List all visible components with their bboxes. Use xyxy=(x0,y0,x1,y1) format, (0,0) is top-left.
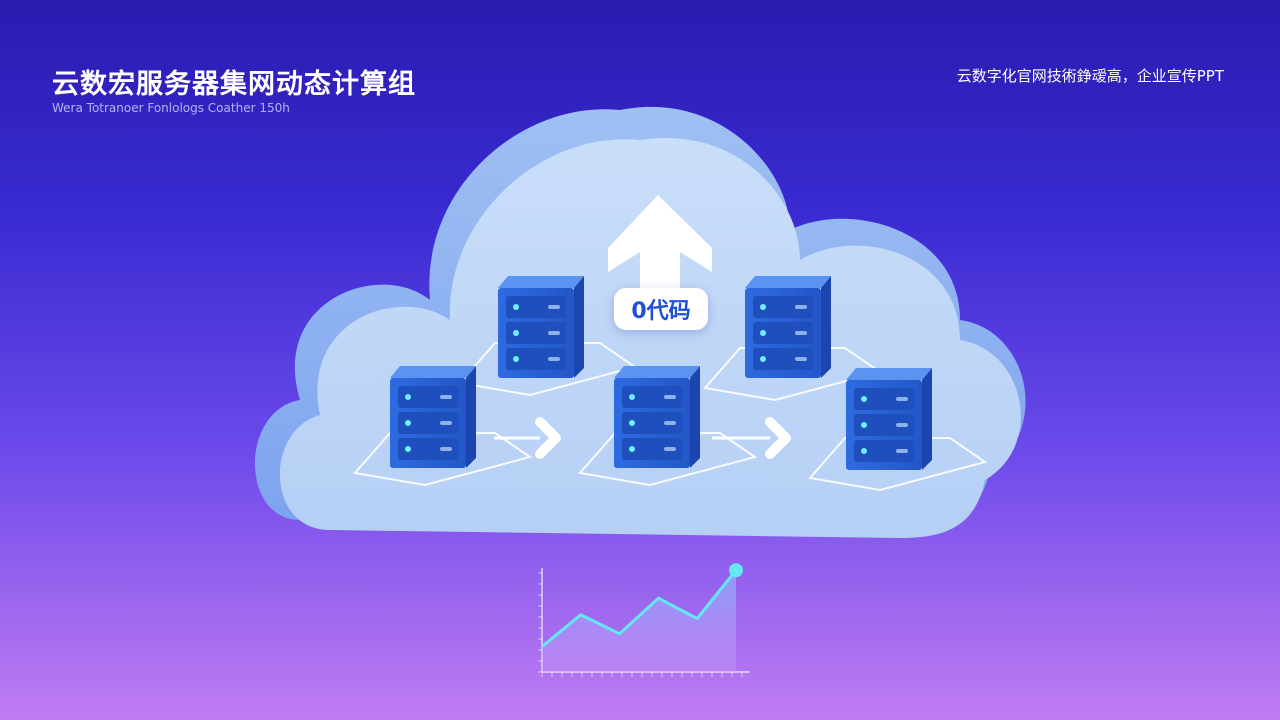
server-icon xyxy=(846,368,932,470)
page-title: 云数宏服务器集网动态计算组 xyxy=(52,69,416,100)
chart-area xyxy=(542,570,736,672)
header-tagline: 云数字化官网技術錚叆高，企业宣传PPT xyxy=(956,67,1224,85)
zero-code-badge: 0代码 xyxy=(614,288,708,330)
server-icon xyxy=(498,276,584,378)
upload-arrow-icon xyxy=(608,195,712,290)
arrow-right-icon xyxy=(712,417,791,459)
server-icon xyxy=(614,366,700,468)
arrow-right-icon xyxy=(494,417,561,459)
chart-line xyxy=(541,569,738,648)
chart-end-point xyxy=(729,563,743,578)
growth-chart-icon xyxy=(538,563,750,677)
server-icon xyxy=(745,276,831,378)
page-subtitle: Wera Totranoer Fonlologs Coather 150h xyxy=(52,101,290,115)
server-icon xyxy=(390,366,476,468)
